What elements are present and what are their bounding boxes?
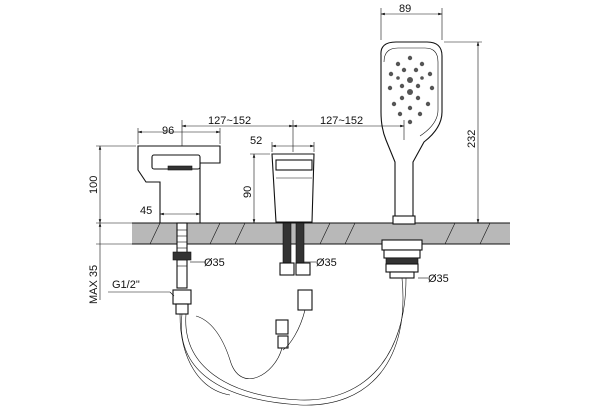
dim-hole-middle: Ø35 bbox=[316, 257, 337, 269]
dim-handshower-width: 89 bbox=[399, 3, 411, 15]
spout-shank bbox=[172, 222, 192, 315]
dimension-lines bbox=[96, 8, 510, 300]
dim-spout-base: 45 bbox=[140, 205, 152, 217]
deck-surface bbox=[132, 222, 510, 245]
dim-spout-top-width: 96 bbox=[162, 125, 174, 137]
hand-shower-holder bbox=[381, 239, 423, 279]
dim-spout-spacing: 127~152 bbox=[208, 115, 251, 127]
dim-max-deck: MAX 35 bbox=[88, 265, 100, 304]
hoses bbox=[179, 277, 407, 406]
dim-handset-spacing: 127~152 bbox=[320, 115, 363, 127]
dim-handshower-height: 232 bbox=[466, 130, 478, 148]
dim-hole-right: Ø35 bbox=[428, 273, 449, 285]
spray-face bbox=[387, 55, 435, 125]
dim-spout-height: 100 bbox=[88, 176, 100, 194]
dim-handle-height: 90 bbox=[242, 186, 254, 198]
dim-thread: G1/2" bbox=[112, 279, 140, 291]
dimension-labels: 96 127~152 127~152 52 89 232 100 90 45 Ø… bbox=[88, 3, 478, 304]
hand-shower bbox=[380, 41, 443, 225]
dim-hole-left: Ø35 bbox=[204, 257, 225, 269]
dim-handle-width: 52 bbox=[250, 135, 262, 147]
handle-valve bbox=[271, 153, 315, 223]
